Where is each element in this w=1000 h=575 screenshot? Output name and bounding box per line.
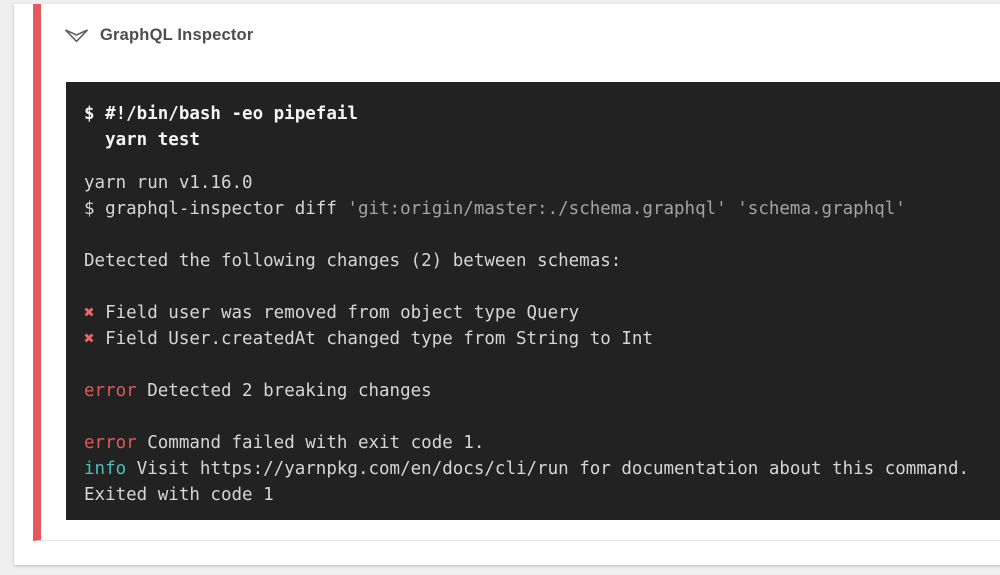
breaking-change-1: ✖ Field user was removed from object typ… xyxy=(84,303,580,323)
blank-line xyxy=(84,274,1000,300)
cmd-line-yarn-test: yarn test xyxy=(84,130,200,150)
error-breaking-line: error Detected 2 breaking changes xyxy=(84,381,432,401)
step-header: GraphQL Inspector xyxy=(62,20,253,50)
step-title: GraphQL Inspector xyxy=(100,25,254,44)
changes-summary-line: Detected the following changes (2) betwe… xyxy=(84,251,622,271)
exited-line: Exited with code 1 xyxy=(84,485,274,505)
cmd-line-shebang: $ #!/bin/bash -eo pipefail xyxy=(84,104,358,124)
error-label: error xyxy=(84,381,137,401)
blank-line xyxy=(84,404,1000,430)
yarn-version-line: yarn run v1.16.0 xyxy=(84,173,253,193)
failed-step-section: GraphQL Inspector $ #!/bin/bash -eo pipe… xyxy=(33,4,1000,541)
blank-line xyxy=(84,222,1000,248)
chevron-down-outline-icon xyxy=(63,24,90,46)
info-label: info xyxy=(84,459,127,479)
error-label: error xyxy=(84,433,137,453)
breaking-change-2: ✖ Field User.createdAt changed type from… xyxy=(84,329,653,349)
x-mark-icon: ✖ xyxy=(84,303,95,323)
blank-line xyxy=(84,352,1000,378)
error-exit-line: error Command failed with exit code 1. xyxy=(84,433,485,453)
diff-command-line: $ graphql-inspector diff 'git:origin/mas… xyxy=(84,199,906,219)
output-block: yarn run v1.16.0 $ graphql-inspector dif… xyxy=(84,170,1000,508)
info-line: info Visit https://yarnpkg.com/en/docs/c… xyxy=(84,459,970,479)
x-mark-icon: ✖ xyxy=(84,329,95,349)
terminal-output: $ #!/bin/bash -eo pipefail yarn test yar… xyxy=(66,82,1000,520)
command-block: $ #!/bin/bash -eo pipefail yarn test xyxy=(84,101,1000,153)
job-card: GraphQL Inspector $ #!/bin/bash -eo pipe… xyxy=(14,4,1000,565)
collapse-step-button[interactable] xyxy=(62,23,90,47)
